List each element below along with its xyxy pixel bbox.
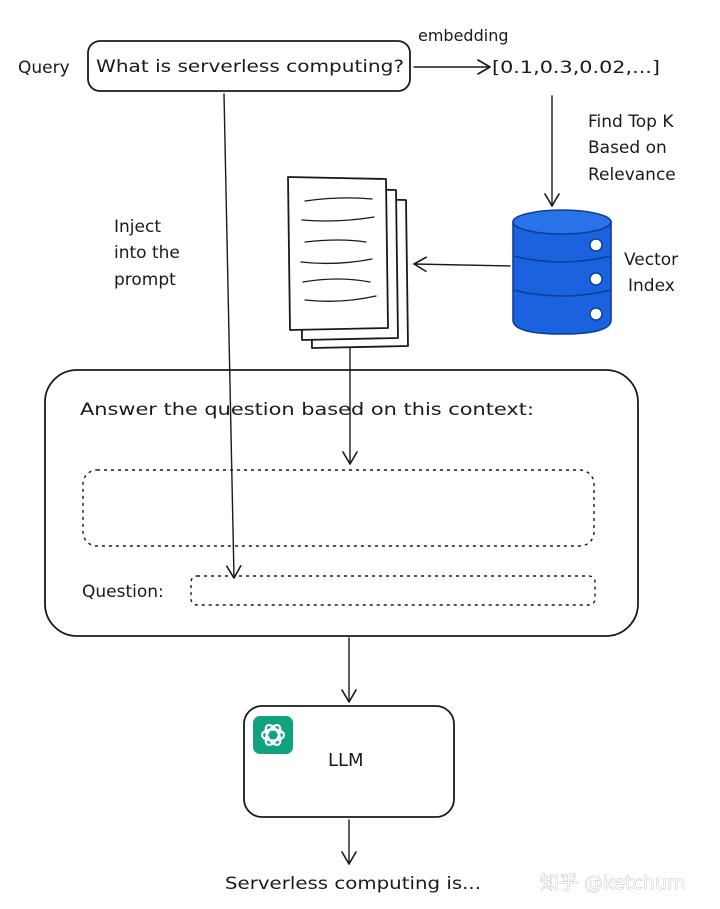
- inject-arrow: [223, 93, 242, 579]
- database-indicator-1: [589, 238, 603, 252]
- find-top-k-line-1: Find Top K: [588, 112, 674, 132]
- query-text: What is serverless computing?: [96, 57, 404, 77]
- database-icon: [512, 209, 612, 335]
- vector-index-line-2: Index: [628, 276, 675, 296]
- context-slot: [82, 469, 595, 547]
- inject-label: Inject into the prompt: [114, 217, 185, 290]
- prompt-header: Answer the question based on this contex…: [80, 400, 534, 420]
- inject-line-2: into the: [114, 243, 180, 263]
- database-indicator-2: [589, 272, 603, 286]
- llm-box: [243, 705, 455, 818]
- find-top-k-label: Find Top K Based on Relevance: [588, 112, 679, 185]
- vector-index-label: Vector Index: [624, 250, 684, 296]
- openai-logo-icon: [253, 716, 293, 754]
- question-slot: [190, 575, 596, 606]
- vector-index-line-1: Vector: [624, 250, 678, 270]
- database-indicator-3: [589, 307, 603, 321]
- query-label: Query: [18, 58, 70, 78]
- embedding-vector: [0.1,0.3,0.02,...]: [492, 58, 660, 78]
- prompt-box: [44, 369, 639, 637]
- llm-label: LLM: [328, 750, 364, 771]
- inject-line-1: Inject: [114, 217, 161, 237]
- query-box: [87, 40, 411, 92]
- question-label: Question:: [82, 582, 164, 602]
- document-stack-icon: [287, 176, 409, 349]
- watermark: 知乎 @ketchum: [540, 872, 686, 894]
- find-top-k-line-2: Based on: [588, 138, 667, 158]
- embedding-label: embedding: [418, 26, 508, 45]
- find-top-k-line-3: Relevance: [588, 165, 676, 185]
- retrieve-arrow: [413, 256, 511, 273]
- inject-line-3: prompt: [114, 270, 176, 290]
- output-text: Serverless computing is...: [225, 874, 481, 894]
